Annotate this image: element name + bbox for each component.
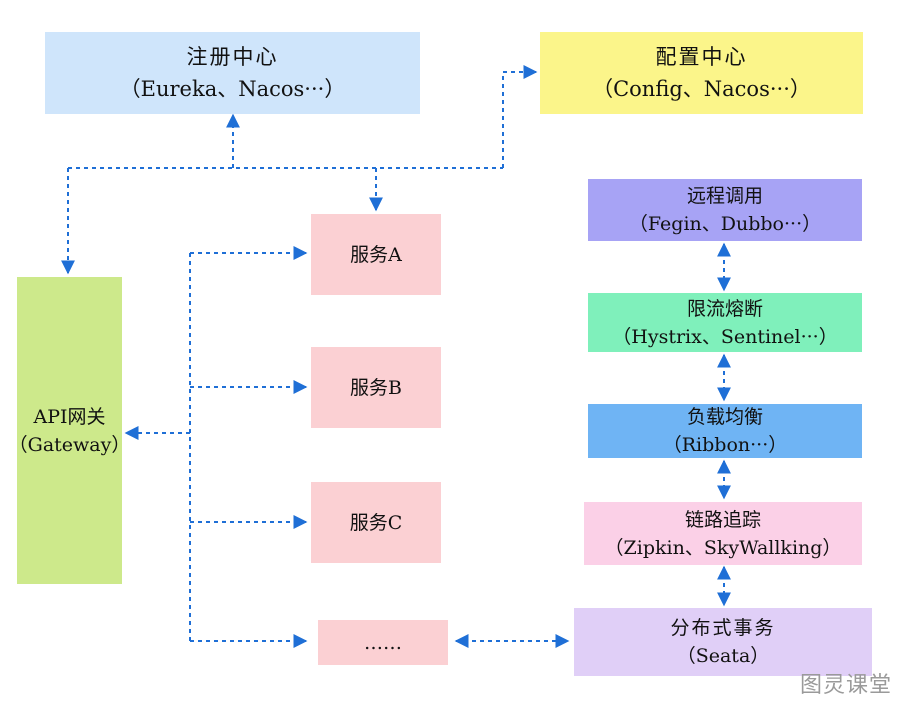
circuit-breaker-subtitle: （Hystrix、Sentinel···） [612,325,838,348]
service-a-box: 服务A [311,214,441,295]
api-gateway-box: API网关 （Gateway） [9,277,130,584]
tracing-box: 链路追踪 （Zipkin、SkyWallking） [584,502,862,565]
remote-call-title: 远程调用 [686,185,763,207]
circuit-breaker-title: 限流熔断 [686,297,763,320]
load-balance-title: 负载均衡 [686,406,763,428]
circuit-breaker-box: 限流熔断 （Hystrix、Sentinel···） [588,293,862,352]
tracing-subtitle: （Zipkin、SkyWallking） [604,536,842,559]
service-b-label: 服务B [350,376,402,399]
registry-subtitle: （Eureka、Nacos···） [119,77,346,101]
load-balance-box: 负载均衡 （Ribbon···） [588,404,862,458]
config-link [502,65,538,168]
remote-call-subtitle: （Fegin、Dubbo···） [628,213,822,235]
service-more-label: …… [364,631,402,654]
registry-center-box: 注册中心 （Eureka、Nacos···） [45,32,420,114]
distributed-tx-box: 分布式事务 （Seata） [574,608,872,676]
registry-title: 注册中心 [186,45,279,69]
service-b-box: 服务B [311,347,441,428]
tracing-title: 链路追踪 [684,508,761,531]
service-c-label: 服务C [349,511,403,534]
watermark: 图灵课堂 [799,673,892,698]
service-c-box: 服务C [311,482,441,563]
remote-call-box: 远程调用 （Fegin、Dubbo···） [588,179,862,241]
gateway-title: API网关 [33,405,106,428]
config-subtitle: （Config、Nacos···） [592,77,811,101]
gateway-subtitle: （Gateway） [8,433,131,456]
config-center-box: 配置中心 （Config、Nacos···） [540,32,863,114]
load-balance-subtitle: （Ribbon···） [662,434,788,456]
distributed-tx-title: 分布式事务 [670,617,776,639]
service-more-box: …… [318,620,448,665]
distributed-tx-subtitle: （Seata） [676,645,770,667]
config-title: 配置中心 [655,45,748,69]
service-a-label: 服务A [350,243,402,266]
